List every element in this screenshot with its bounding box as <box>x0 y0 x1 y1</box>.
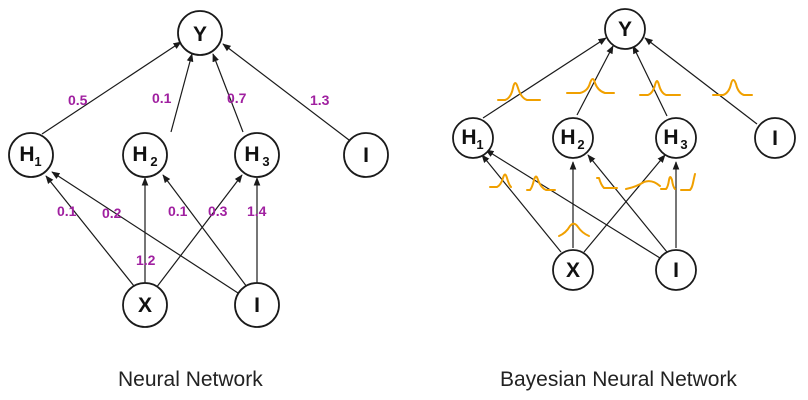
bnn-dist-h3-y <box>639 80 681 96</box>
nn-node-i-bottom: I <box>234 282 280 328</box>
nn-nodes: Y H 1 H 2 H 3 I X <box>8 10 389 328</box>
bnn-node-x-label: X <box>566 259 580 282</box>
nn-weights: 0.5 0.1 0.7 1.3 0.1 0.2 0.1 0.3 1.4 1.2 <box>57 90 330 268</box>
bnn-dist-h1-y <box>497 82 541 101</box>
nn-node-h2: H 2 <box>122 132 168 178</box>
nn-edge-ibottom-h2 <box>162 174 248 288</box>
bnn-dist-x-h3 <box>625 180 661 190</box>
bnn-node-x: X <box>552 249 594 291</box>
bnn-dist-ibottom-h3-b <box>680 173 696 191</box>
nn-node-h1-sub: 1 <box>34 154 41 169</box>
nn-node-i-top: I <box>343 132 389 178</box>
nn-node-h3-sub: 3 <box>262 154 269 169</box>
bnn-edge-h1-y <box>482 37 607 119</box>
bnn-edge-h3-y <box>632 45 668 117</box>
nn-node-y-label: Y <box>193 23 207 46</box>
bnn-node-i-top: I <box>754 117 796 159</box>
bnn-weight-distributions <box>489 78 753 237</box>
bnn-node-h1-label: H <box>461 126 476 149</box>
nn-weight-ibottom-h1: 0.2 <box>102 205 122 221</box>
nn-node-x-label: X <box>138 294 152 317</box>
nn-edge-x-h1 <box>45 175 135 287</box>
bnn-dist-itop-y <box>712 79 753 96</box>
nn-node-h3-label: H <box>244 143 259 166</box>
bnn-node-h3-sub: 3 <box>680 137 687 152</box>
nn-node-i-bottom-label: I <box>254 294 260 317</box>
bnn-node-h1-sub: 1 <box>476 137 483 152</box>
bnn-edge-ibottom-h2 <box>587 154 668 253</box>
bnn-dist-x-h1 <box>489 173 512 188</box>
nn-weight-ibottom-h2: 0.1 <box>168 203 188 219</box>
nn-weight-ibottom-h3: 1.4 <box>247 203 267 219</box>
bnn-node-i-bottom-label: I <box>673 259 679 282</box>
neural-network-diagram: 0.5 0.1 0.7 1.3 0.1 0.2 0.1 0.3 1.4 1.2 … <box>8 10 389 328</box>
bnn-edge-itop-y <box>644 37 758 125</box>
nn-edge-h3-y <box>212 53 244 133</box>
bnn-dist-ibottom-h2 <box>596 177 618 189</box>
bnn-node-y-label: Y <box>618 18 632 41</box>
nn-node-h1: H 1 <box>8 132 54 178</box>
neural-network-caption: Neural Network <box>118 368 263 391</box>
bnn-node-h3-label: H <box>663 126 678 149</box>
nn-node-y: Y <box>177 10 223 56</box>
bnn-edge-x-h1 <box>481 154 562 253</box>
nn-node-h3: H 3 <box>234 132 280 178</box>
nn-edges <box>41 41 350 294</box>
nn-edge-x-h3 <box>155 174 243 289</box>
bnn-dist-h2-y <box>566 78 615 94</box>
nn-node-x: X <box>122 282 168 328</box>
bnn-node-i-bottom: I <box>655 249 697 291</box>
nn-node-h2-label: H <box>132 143 147 166</box>
bnn-dist-ibottom-h3-a <box>660 176 676 190</box>
bnn-node-h3: H 3 <box>655 117 697 159</box>
nn-weight-x-h1: 0.1 <box>57 203 77 219</box>
nn-edge-itop-y <box>222 43 350 141</box>
bnn-node-y: Y <box>604 8 646 50</box>
bnn-node-i-top-label: I <box>772 127 778 150</box>
nn-weight-x-h2: 1.2 <box>136 252 156 268</box>
nn-edge-h1-y <box>41 41 182 135</box>
bnn-dist-ibottom-h1 <box>526 175 556 191</box>
bnn-edge-x-h3 <box>583 154 666 253</box>
nn-node-h2-sub: 2 <box>150 154 157 169</box>
nn-edge-h2-y <box>170 53 194 133</box>
bnn-node-h2-sub: 2 <box>577 137 584 152</box>
nn-weight-x-h3: 0.3 <box>208 203 228 219</box>
nn-weight-itop-y: 1.3 <box>310 92 330 108</box>
bnn-dist-x-h2 <box>558 222 590 237</box>
nn-weight-h2-y: 0.1 <box>152 90 172 106</box>
bnn-node-h2-label: H <box>560 126 575 149</box>
nn-weight-h1-y: 0.5 <box>68 92 88 108</box>
nn-node-h1-label: H <box>19 143 34 166</box>
bnn-node-h1: H 1 <box>452 117 494 159</box>
bayesian-network-caption: Bayesian Neural Network <box>500 368 737 391</box>
nn-node-i-top-label: I <box>363 144 369 167</box>
bayesian-network-diagram: Y H 1 H 2 H 3 I X <box>452 8 796 291</box>
bnn-edges <box>481 37 758 259</box>
bnn-node-h2: H 2 <box>552 117 594 159</box>
nn-weight-h3-y: 0.7 <box>227 90 247 106</box>
bnn-nodes: Y H 1 H 2 H 3 I X <box>452 8 796 291</box>
